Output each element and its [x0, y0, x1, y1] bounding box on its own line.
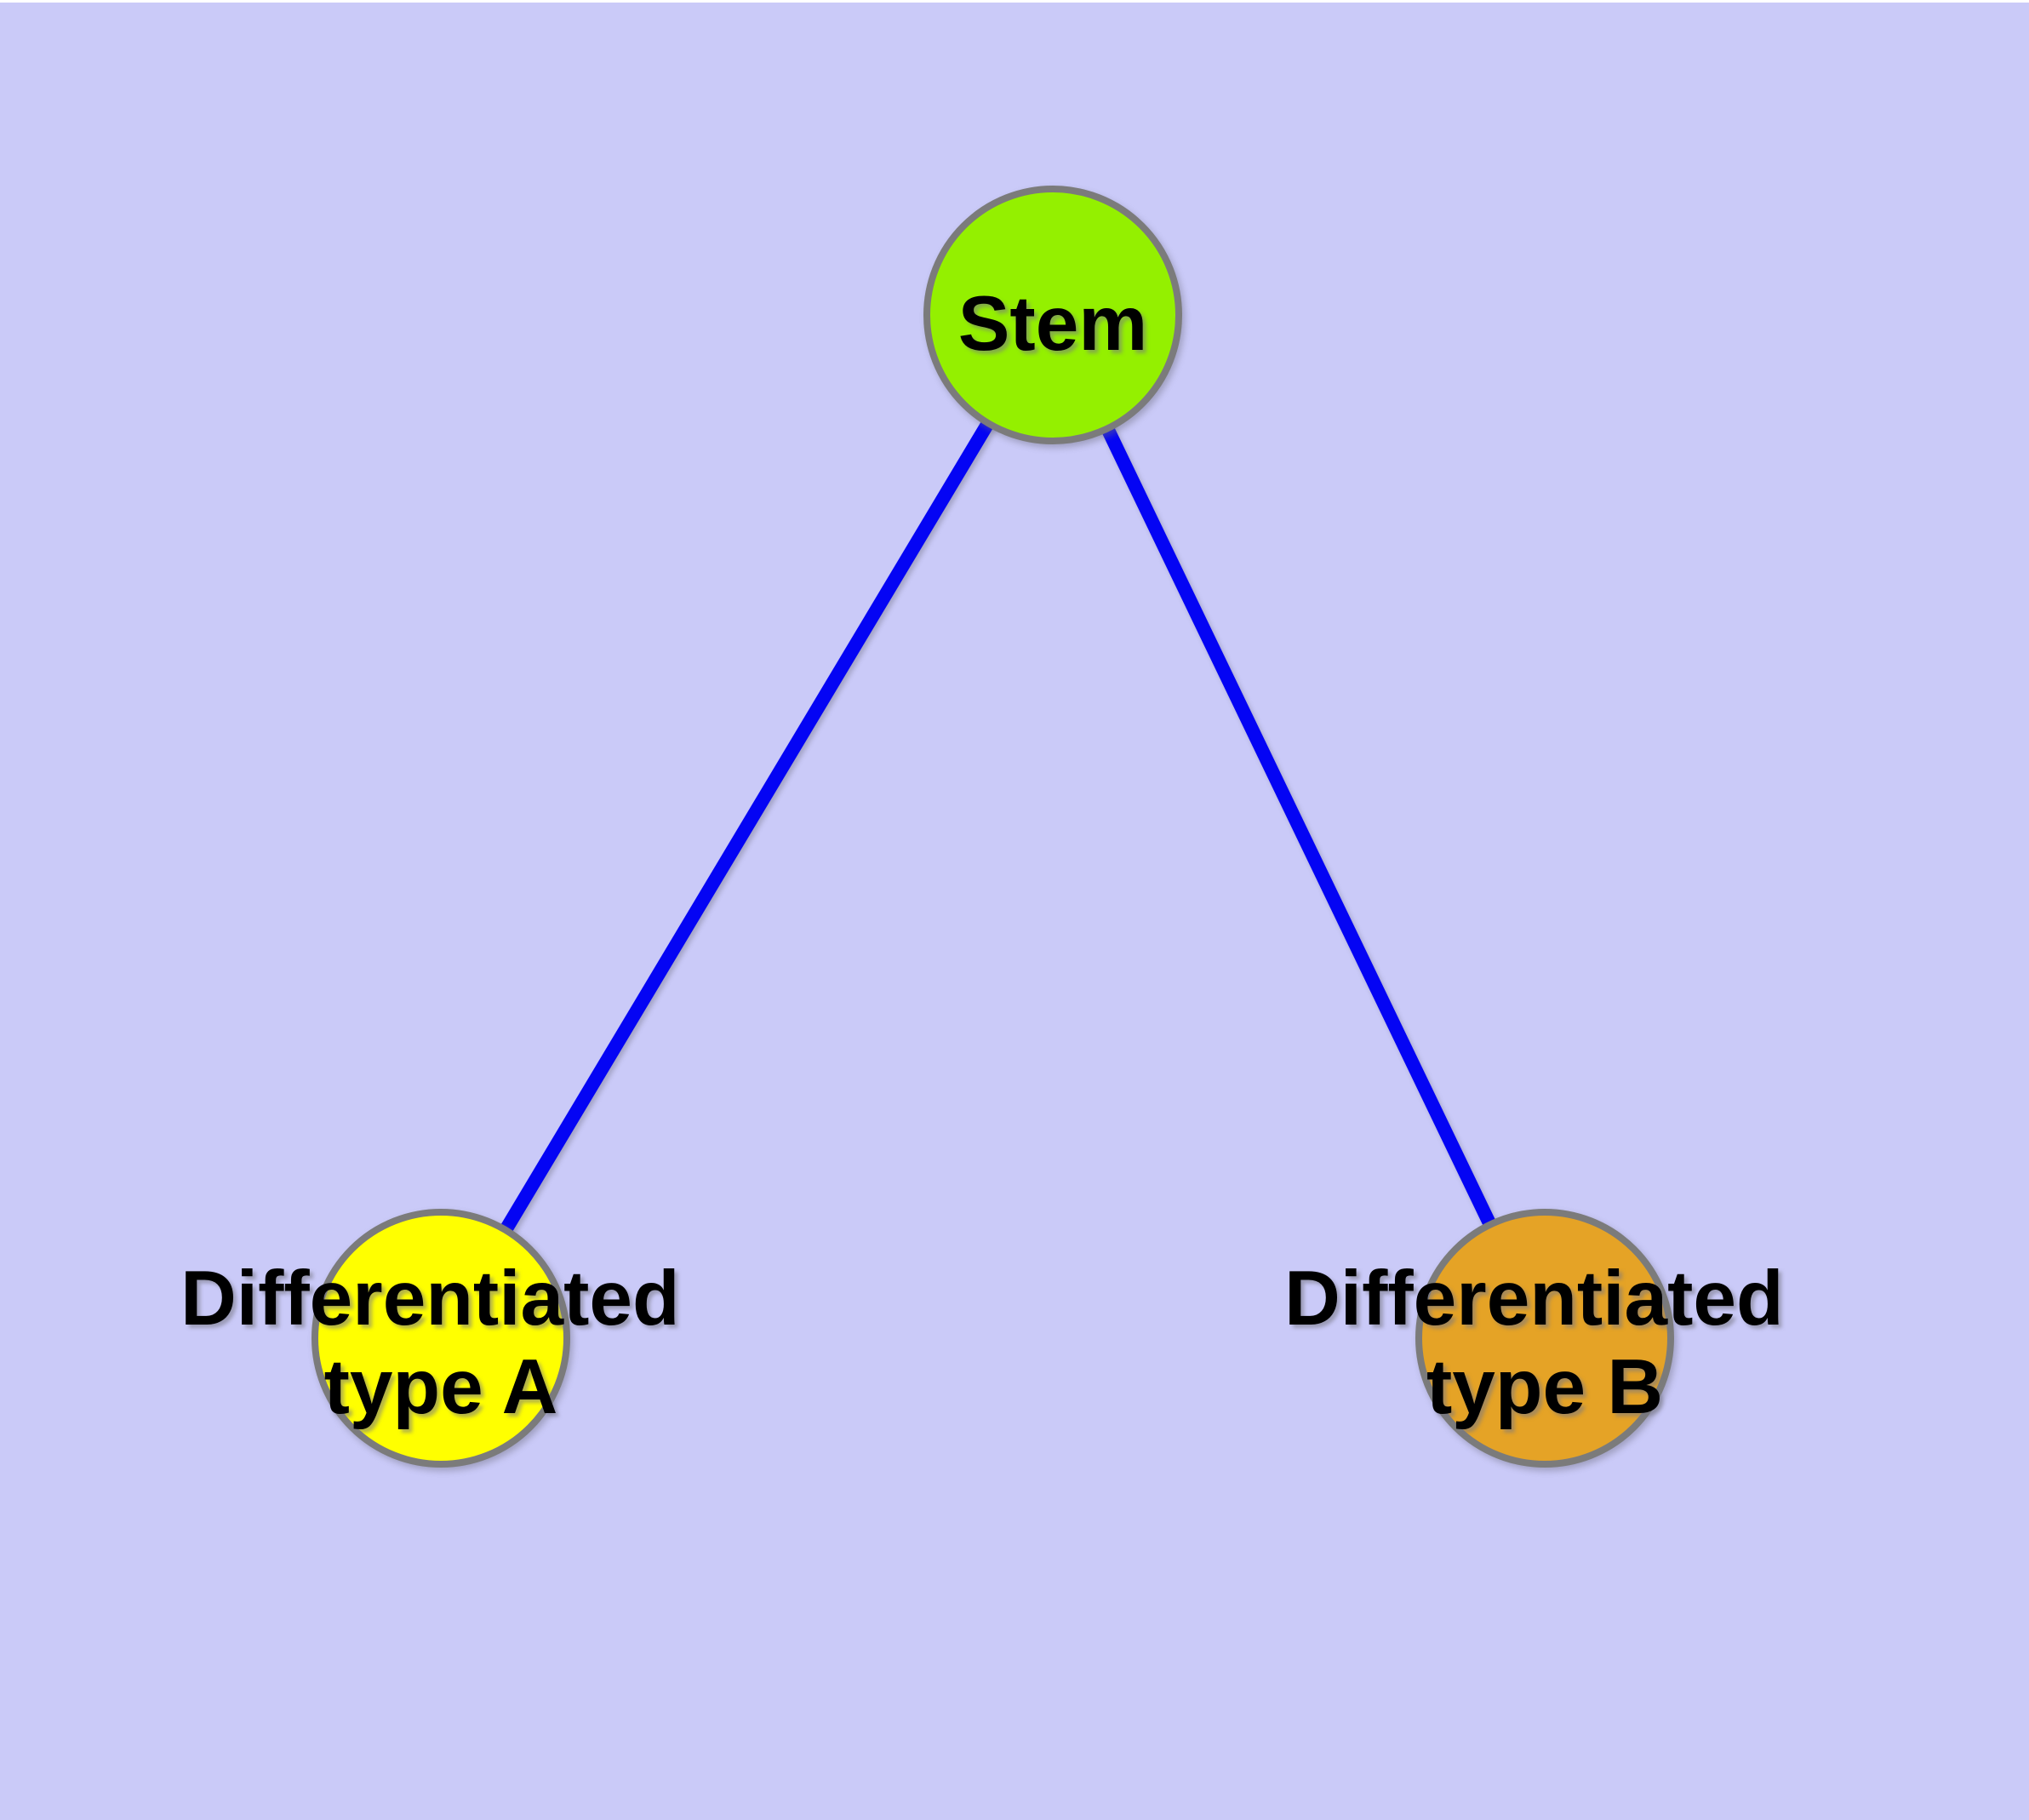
label-line-2: type B — [1426, 1344, 1663, 1430]
node-label-differentiated-type-a: Differentiated type A — [180, 1256, 701, 1430]
label-line-2: type A — [324, 1344, 558, 1430]
node-label-stem: Stem — [958, 281, 1148, 367]
edge-stem-to-type-a[interactable] — [435, 311, 1059, 1342]
node-differentiated-type-a[interactable] — [311, 1209, 570, 1468]
label-line-1: Differentiated — [1284, 1256, 1784, 1342]
node-stem[interactable] — [923, 186, 1182, 444]
node-label-differentiated-type-b: Differentiated type B — [1284, 1256, 1805, 1430]
top-edge-highlight — [0, 0, 2029, 3]
label-line-1: Differentiated — [180, 1256, 680, 1342]
edge-stem-to-type-b[interactable] — [1046, 312, 1552, 1342]
node-differentiated-type-b[interactable] — [1415, 1209, 1674, 1468]
edge-layer — [435, 311, 1552, 1342]
label-layer: Stem Differentiated type A Differentiate… — [180, 281, 1805, 1430]
node-layer — [311, 186, 1674, 1468]
